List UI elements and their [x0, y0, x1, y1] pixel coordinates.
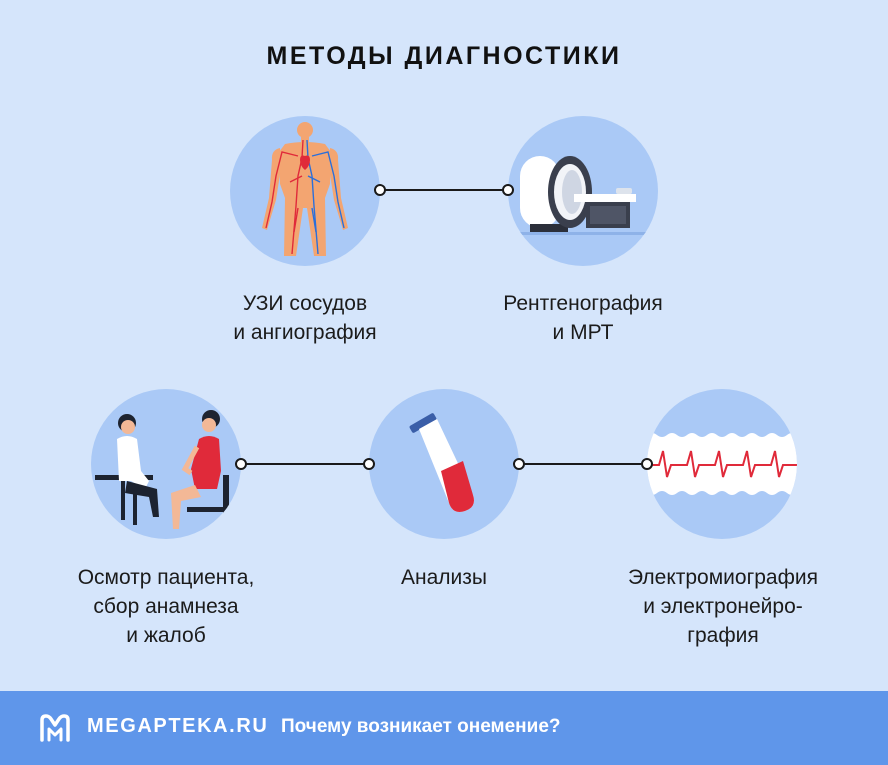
connector-node [363, 458, 375, 470]
vascular-circle [230, 116, 380, 266]
connector-node [641, 458, 653, 470]
footer-bar: MEGAPTEKA.RU Почему возникает онемение? [0, 691, 888, 765]
connector-line [519, 463, 647, 465]
method-label-ecg: Электромиография и электронейро- графия [628, 566, 818, 647]
megapteka-logo-icon [40, 714, 70, 742]
connector-line [241, 463, 369, 465]
method-label-vascular: УЗИ сосудов и ангиография [233, 292, 377, 344]
human-vascular-system-icon [262, 122, 348, 256]
ecg-circle [647, 389, 797, 539]
consultation-circle [91, 389, 241, 539]
mri-circle [508, 116, 658, 266]
connector-line [380, 189, 508, 191]
mri-scanner-icon [508, 156, 658, 235]
analysis-circle [369, 389, 519, 539]
ecg-wave-icon [647, 433, 797, 495]
connector-node [513, 458, 525, 470]
connector-node [374, 184, 386, 196]
method-label-analysis: Анализы [401, 566, 487, 589]
method-label-consultation: Осмотр пациента, сбор анамнеза и жалоб [77, 566, 255, 647]
page-title: МЕТОДЫ ДИАГНОСТИКИ [266, 42, 622, 70]
doctor-consultation-icon [95, 410, 229, 529]
test-tube-icon [409, 413, 474, 512]
connector-node [235, 458, 247, 470]
connector-node [502, 184, 514, 196]
method-label-mri: Рентгенография и МРТ [503, 292, 663, 344]
article-title-link[interactable]: Почему возникает онемение? [281, 716, 561, 737]
brand-name[interactable]: MEGAPTEKA.RU [87, 715, 269, 737]
